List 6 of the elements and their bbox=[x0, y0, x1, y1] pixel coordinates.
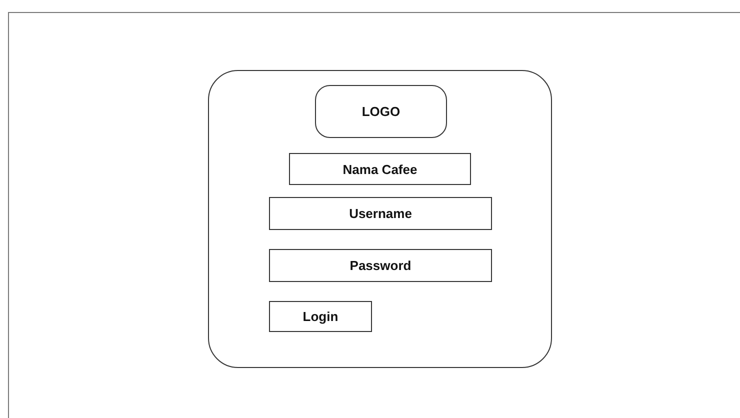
login-button: Login bbox=[269, 301, 372, 332]
login-panel bbox=[208, 70, 552, 368]
password-field: Password bbox=[269, 249, 492, 282]
cafe-name-field: Nama Cafee bbox=[289, 153, 471, 185]
username-field: Username bbox=[269, 197, 492, 230]
image-field: LOGO bbox=[315, 85, 447, 138]
